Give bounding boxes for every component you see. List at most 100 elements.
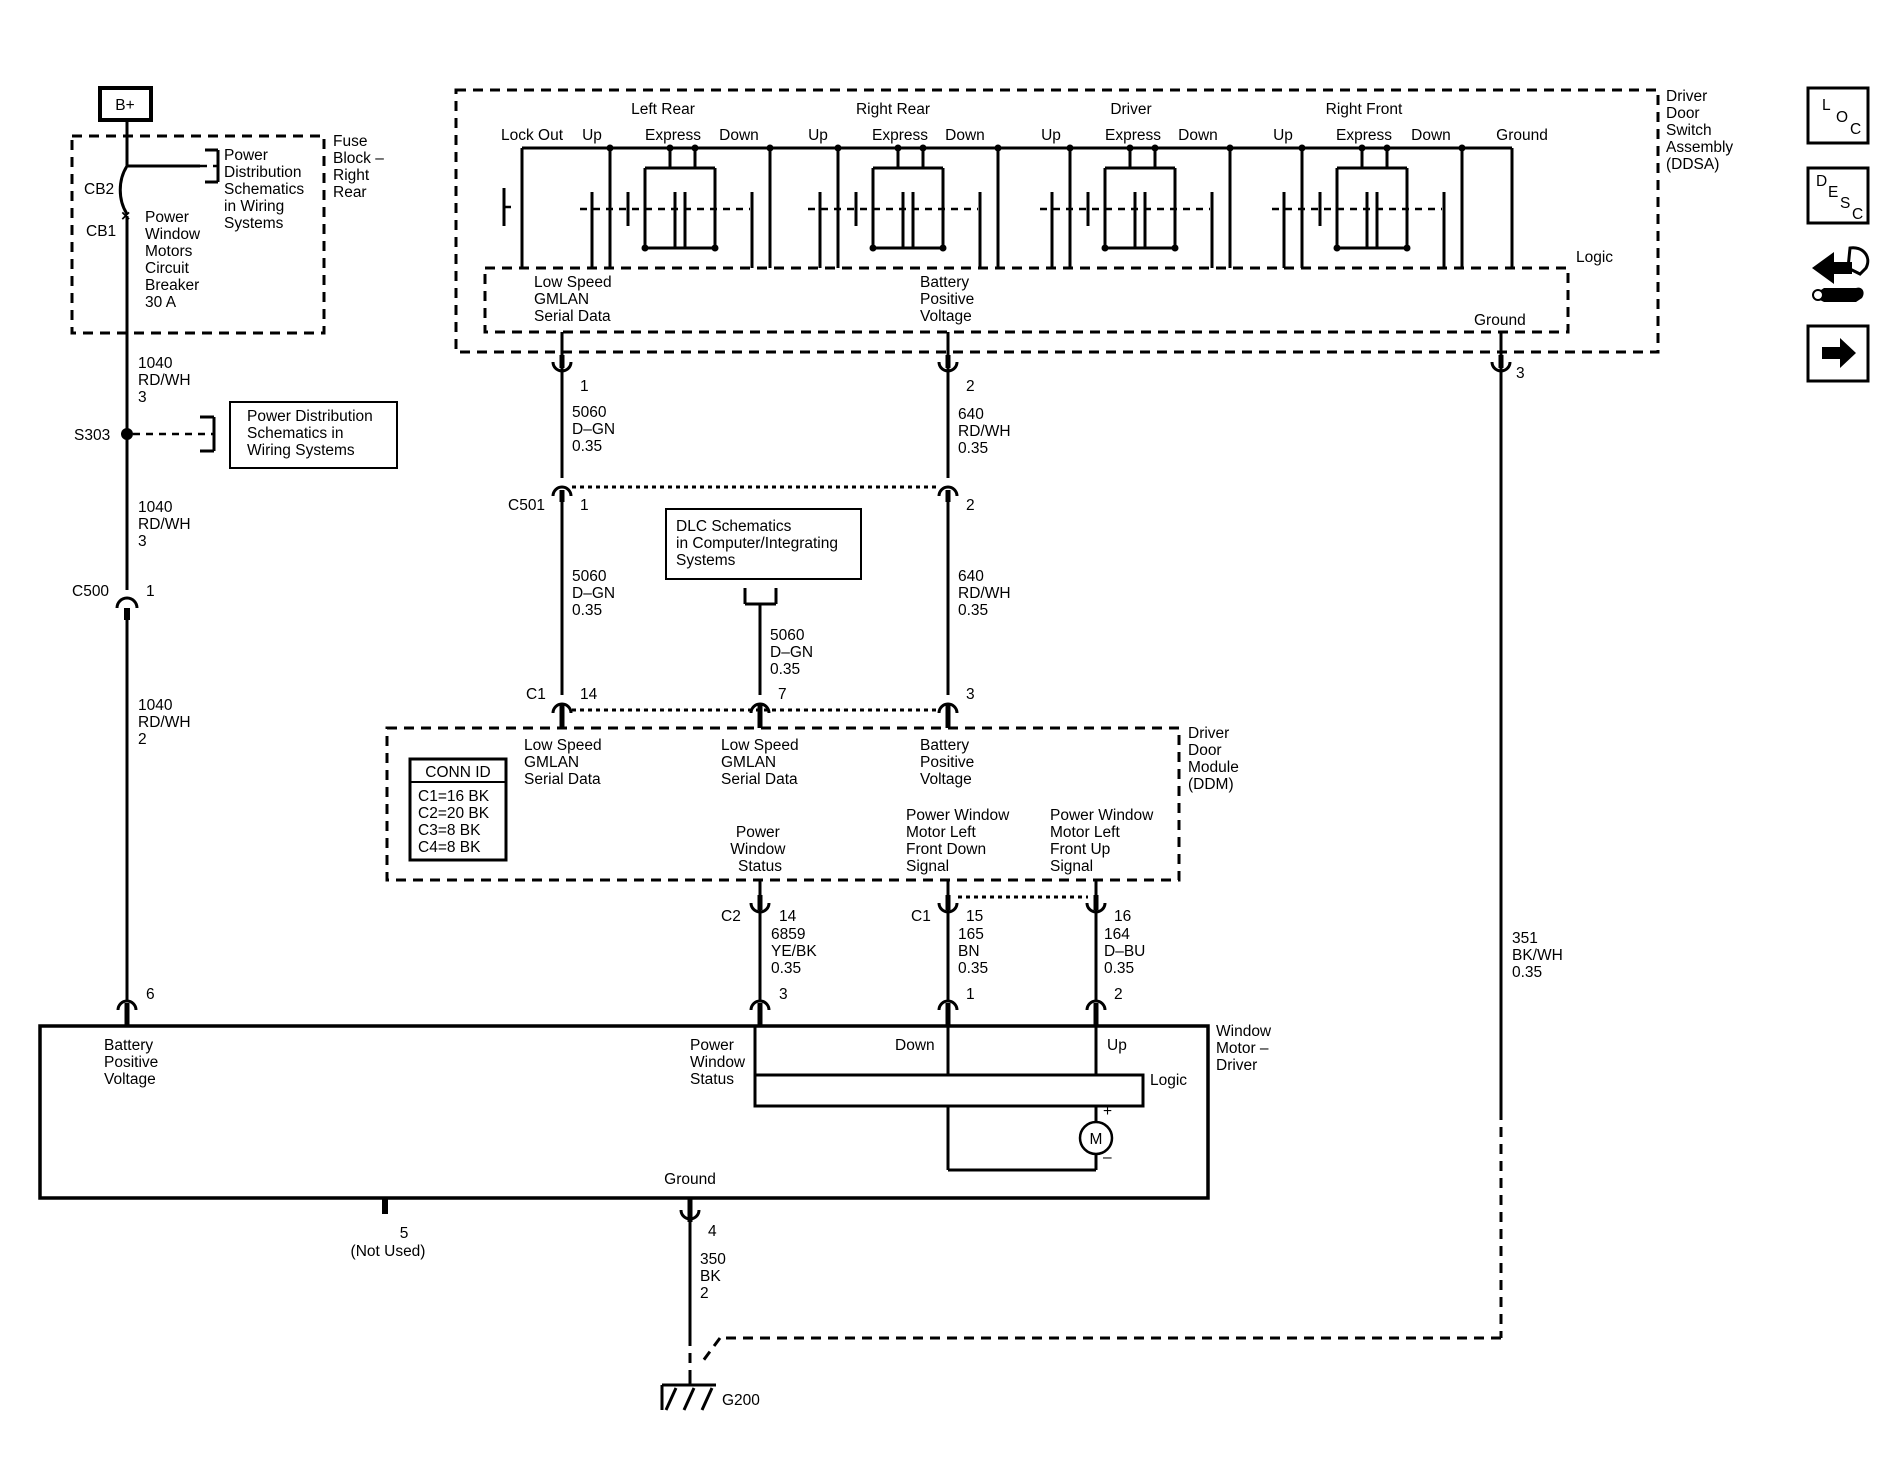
ddsa-logic-box (483, 266, 1570, 334)
ddsa-title: Driver Door Switch Assembly (DDSA) (1666, 88, 1738, 173)
motor-down-label: Down (895, 1037, 935, 1054)
switch-junction-dot (641, 244, 649, 252)
cb2-label: CB2 (84, 181, 114, 198)
conn-id-title: CONN ID (425, 764, 490, 781)
switch-junction-dot (994, 144, 1002, 152)
wire-6859: 6859 YE/BK 0.35 (771, 926, 821, 977)
conn-id-box (408, 757, 508, 862)
ground-g200-symbol (660, 1378, 716, 1411)
ddm-down-signal: Power Window Motor Left Front Down Signa… (906, 807, 1014, 875)
label-up-lr: Up (582, 127, 602, 144)
label-up-dr: Up (1041, 127, 1061, 144)
power-feed: B+ Fuse Block – Right Rear Power Distrib… (70, 86, 398, 1000)
switch-junction-dot (894, 144, 902, 152)
splice-s303 (121, 428, 133, 440)
svg-text:D: D (1816, 173, 1827, 190)
switch-junction-dot (1333, 244, 1341, 252)
battery-label: B+ (115, 97, 134, 114)
ddm-pin-7: 7 (778, 686, 787, 703)
ddm-box (385, 726, 1181, 882)
switch-junction-dot (1126, 144, 1134, 152)
ddm-pin-b15: 15 (966, 908, 983, 925)
ddm-up-signal: Power Window Motor Left Front Up Signal (1050, 807, 1158, 875)
label-down-rf: Down (1411, 127, 1451, 144)
label-express-rf: Express (1336, 127, 1392, 144)
wire-1040-b: 1040 RD/WH 3 (138, 499, 195, 550)
connector-tool-icon[interactable] (1812, 246, 1870, 302)
c500-pin: 1 (146, 583, 155, 600)
switch-junction-dot (1151, 144, 1159, 152)
motor-plus: + (1103, 1103, 1112, 1120)
wire-1040-c: 1040 RD/WH 2 (138, 697, 195, 748)
g200-label: G200 (722, 1392, 760, 1409)
ddsa-pin-3: 3 (1516, 365, 1525, 382)
wire-5060-c: 5060 D–GN 0.35 (770, 627, 817, 678)
label-express-dr: Express (1105, 127, 1161, 144)
switch-junction-dot (666, 144, 674, 152)
c500-label: C500 (72, 583, 109, 600)
c501-pin-2: 2 (966, 497, 975, 514)
wire-5060-b: 5060 D–GN 0.35 (572, 568, 619, 619)
label-express-lr: Express (645, 127, 701, 144)
switch-groups (502, 144, 1514, 268)
ddm-battery: Battery Positive Voltage (920, 737, 979, 788)
switch-junction-dot (1066, 144, 1074, 152)
switch-junction-dot (1101, 244, 1109, 252)
upper-wiring: 5060 D–GN 0.35 640 RD/WH 0.35 C501 1 2 5… (508, 368, 1015, 695)
switch-junction-dot (1171, 244, 1179, 252)
c501-pin-1: 1 (580, 497, 589, 514)
lower-wiring: 6859 YE/BK 0.35 165 BN 0.35 164 D–BU 0.3… (116, 368, 1563, 1366)
ddm-c1-label: C1 (526, 686, 546, 703)
fuse-block-box (70, 134, 326, 335)
cb1-label: CB1 (86, 223, 116, 240)
ddsa-battery: Battery Positive Voltage (920, 274, 979, 325)
ddsa-logic-label: Logic (1576, 249, 1613, 266)
svg-text:C: C (1852, 206, 1863, 223)
label-up-rf: Up (1273, 127, 1293, 144)
wire-1040-a: 1040 RD/WH 3 (138, 355, 195, 406)
wire-640-b: 640 RD/WH 0.35 (958, 568, 1015, 619)
ddm-c1-low-label: C1 (911, 908, 931, 925)
conn-id-rows: C1=16 BK C2=20 BK C3=8 BK C4=8 BK (418, 788, 493, 856)
motor-logic-box (753, 1073, 1145, 1108)
ddm-lsgmlan-1: Low Speed GMLAN Serial Data (524, 737, 606, 788)
description-icon[interactable]: D E S C (1806, 166, 1870, 225)
group-right-rear: Right Rear (856, 101, 930, 118)
group-driver: Driver (1110, 101, 1151, 118)
pd-reference-2: Power Distribution Schematics in Wiring … (247, 408, 377, 459)
wire-165: 165 BN 0.35 (958, 926, 988, 977)
switch-junction-dot (1298, 144, 1306, 152)
switch-junction-dot (1403, 244, 1411, 252)
location-icon[interactable]: L O C (1806, 86, 1870, 145)
svg-text:S: S (1840, 195, 1850, 212)
svg-text:O: O (1836, 109, 1848, 126)
switch-junction-dot (1358, 144, 1366, 152)
motor-box (38, 1024, 1210, 1200)
nav-icons: L O C D E S C (1806, 86, 1870, 383)
switch-junction-dot (1226, 144, 1234, 152)
motor-up-label: Up (1107, 1037, 1127, 1054)
switch-junction-dot (766, 144, 774, 152)
motor-title: Window Motor – Driver (1216, 1023, 1275, 1074)
ddm-c2-label: C2 (721, 908, 741, 925)
ddm-lsgmlan-2: Low Speed GMLAN Serial Data (721, 737, 803, 788)
wire-350: 350 BK 2 (700, 1251, 730, 1302)
motor-pws: Power Window Status (690, 1037, 749, 1088)
svg-text:E: E (1828, 184, 1838, 201)
motor-pin-6: 6 (146, 986, 155, 1003)
switch-junction-dot (1458, 144, 1466, 152)
ddsa-assembly: Driver Door Switch Assembly (DDSA) Left … (454, 88, 1738, 395)
breaker-description: Power Window Motors Circuit Breaker 30 A (145, 209, 204, 311)
next-arrow-icon[interactable] (1806, 324, 1870, 383)
ddm-pin-3: 3 (966, 686, 975, 703)
label-lockout: Lock Out (501, 127, 564, 144)
group-left-rear: Left Rear (631, 101, 695, 118)
ddm-pin-14: 14 (580, 686, 598, 703)
label-express-rr: Express (872, 127, 928, 144)
motor-pin-3: 3 (779, 986, 788, 1003)
ddsa-pin-1: 1 (580, 378, 589, 395)
ddm-pin-b14: 14 (779, 908, 797, 925)
fuse-block-label: Fuse Block – Right Rear (333, 133, 388, 201)
motor-m: M (1090, 1131, 1103, 1148)
